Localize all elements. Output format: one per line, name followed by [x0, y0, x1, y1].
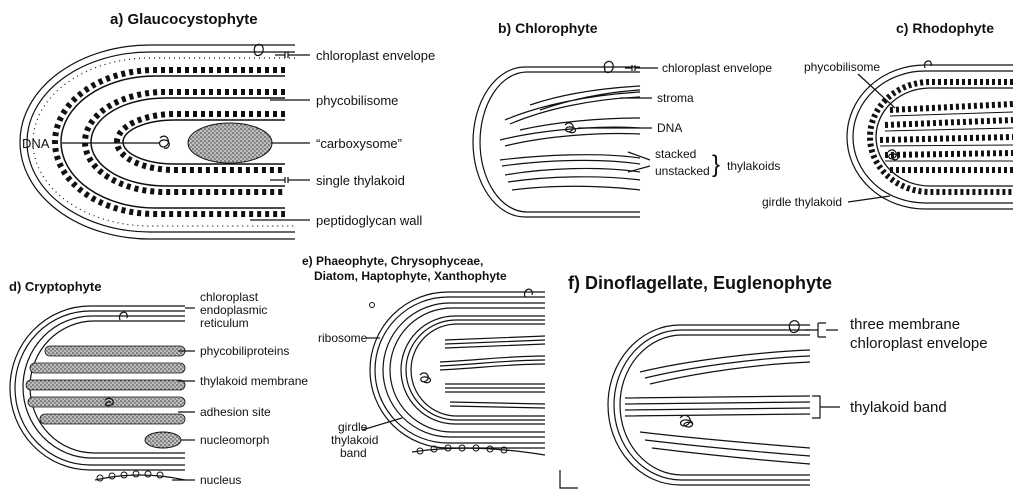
crypto-thylakoid-pair-2 — [30, 363, 185, 373]
label-nucleomorph-d: nucleomorph — [200, 433, 269, 447]
crypto-thylakoid-pair-1 — [45, 346, 185, 356]
label-phycobilisome-a: phycobilisome — [316, 93, 398, 108]
phaeo-band-1 — [445, 336, 545, 348]
chloro-brace: } — [712, 151, 720, 178]
label-cer-line3-d: reticulum — [200, 316, 249, 330]
label-stacked-b: stacked — [655, 147, 696, 161]
label-girdle-line2-e: thylakoid — [331, 433, 378, 447]
label-thylakoid-band-f: thylakoid band — [850, 399, 947, 416]
phaeo-dna-squiggle — [420, 373, 430, 383]
panel-e-title-line2: Diatom, Haptophyte, Xanthophyte — [314, 269, 507, 283]
glauco-envelope-loop — [254, 44, 263, 55]
label-phycobiliproteins-d: phycobiliproteins — [200, 344, 289, 358]
dino-band-upper — [640, 350, 810, 384]
panel-e-title-line1: e) Phaeophyte, Chrysophyceae, — [302, 254, 483, 268]
rhodo-girdle-leader — [848, 196, 890, 202]
label-cer-line1-d: chloroplast — [200, 290, 259, 304]
chloro-stacked-leaders — [628, 152, 650, 172]
label-single-thylakoid-a: single thylakoid — [316, 173, 405, 188]
label-unstacked-b: unstacked — [655, 164, 710, 178]
glauco-carboxysome — [188, 123, 272, 163]
glauco-thylakoid-leader — [270, 177, 310, 183]
chloro-dna-squiggle — [565, 123, 575, 133]
label-chloroplast-envelope-b: chloroplast envelope — [662, 61, 772, 75]
label-nucleus-d: nucleus — [200, 473, 241, 487]
label-three-membrane-f: three membrane — [850, 316, 960, 333]
panel-e-phaeophyte: e) Phaeophyte, Chrysophyceae, Diatom, Ha… — [302, 254, 545, 460]
chloro-envelope-leader — [625, 65, 658, 71]
crypto-ribosome-4 — [133, 471, 139, 477]
crypto-nucleomorph — [145, 432, 181, 448]
phaeo-thylakoid-bands — [440, 336, 545, 408]
label-girdle-line1-e: girdle — [338, 420, 368, 434]
glauco-envelope-bracket — [275, 52, 288, 58]
rhodo-thylakoids — [870, 82, 1013, 192]
crypto-ribosome-2 — [109, 473, 115, 479]
panel-a-title: a) Glaucocystophyte — [110, 11, 258, 28]
label-stroma-b: stroma — [657, 91, 694, 105]
phaeo-band-4 — [450, 402, 545, 408]
crypto-ribosome-5 — [145, 471, 151, 477]
crypto-thylakoid-pair-3 — [26, 380, 185, 390]
panel-d-title: d) Cryptophyte — [9, 279, 101, 294]
crypto-nucleus-edge — [95, 475, 185, 480]
dino-envelope-loop — [789, 321, 799, 333]
label-dna-b: DNA — [657, 121, 682, 135]
phaeo-band-2 — [440, 356, 545, 370]
chloro-envelope-inner — [480, 72, 640, 212]
panel-f-title: f) Dinoflagellate, Euglenophyte — [568, 273, 832, 293]
crypto-thylakoid-pair-5 — [40, 414, 185, 424]
panel-b-title: b) Chlorophyte — [498, 20, 598, 36]
chloro-thylakoids — [500, 86, 640, 190]
dino-band-lower — [640, 432, 810, 464]
glauco-dna-squiggle — [160, 136, 170, 148]
phaeo-ribosome-label-dot — [370, 303, 375, 308]
panel-b-chlorophyte: b) Chlorophyte chloroplast envelope stro… — [473, 20, 780, 217]
corner-mark — [560, 470, 578, 488]
label-phycobilisome-c: phycobilisome — [804, 60, 880, 74]
dino-envelope-middle — [614, 330, 810, 480]
dino-band-bracket — [812, 396, 840, 418]
panel-c-title: c) Rhodophyte — [896, 20, 994, 36]
phaeo-envelope-inner — [390, 308, 545, 432]
dino-thylakoid-bands — [625, 350, 810, 464]
label-dna-a: DNA — [22, 136, 50, 151]
label-carboxysome-a: “carboxysome” — [316, 136, 402, 151]
panel-f-dinoflagellate: f) Dinoflagellate, Euglenophyte three me… — [568, 273, 988, 485]
label-girdle-thylakoid-c: girdle thylakoid — [762, 195, 842, 209]
label-peptidoglycan-wall-a: peptidoglycan wall — [316, 213, 422, 228]
panel-c-rhodophyte: c) Rhodophyte phycobilisome girdle thyla… — [762, 20, 1013, 209]
chloro-thylakoid-stack-lower — [500, 155, 640, 190]
chloro-chloroplast-outline — [473, 67, 640, 217]
crypto-thylakoids — [26, 346, 185, 424]
label-thylakoid-membrane-d: thylakoid membrane — [200, 374, 308, 388]
label-adhesion-site-d: adhesion site — [200, 405, 271, 419]
label-cer-line2-d: endoplasmic — [200, 303, 267, 317]
panel-d-cryptophyte: d) Cryptophyte chloroplast endoplasmic r… — [9, 279, 308, 487]
label-thylakoids-b: thylakoids — [727, 159, 780, 173]
label-chloroplast-envelope-a: chloroplast envelope — [316, 48, 435, 63]
dino-dna-squiggle — [680, 415, 693, 427]
dino-band-middle — [625, 396, 810, 416]
panel-a-glaucocystophyte: a) Glaucocystophyte chloroplast envelope… — [20, 11, 435, 239]
label-chloroplast-envelope-f: chloroplast envelope — [850, 335, 988, 352]
label-ribosome-e: ribosome — [318, 331, 368, 345]
label-girdle-line3-e: band — [340, 446, 367, 460]
phaeo-envelope-outer — [383, 303, 545, 437]
crypto-ribosome-6 — [157, 472, 163, 478]
phaeo-band-3 — [445, 384, 545, 392]
phaeo-envelope-loop — [525, 289, 533, 297]
